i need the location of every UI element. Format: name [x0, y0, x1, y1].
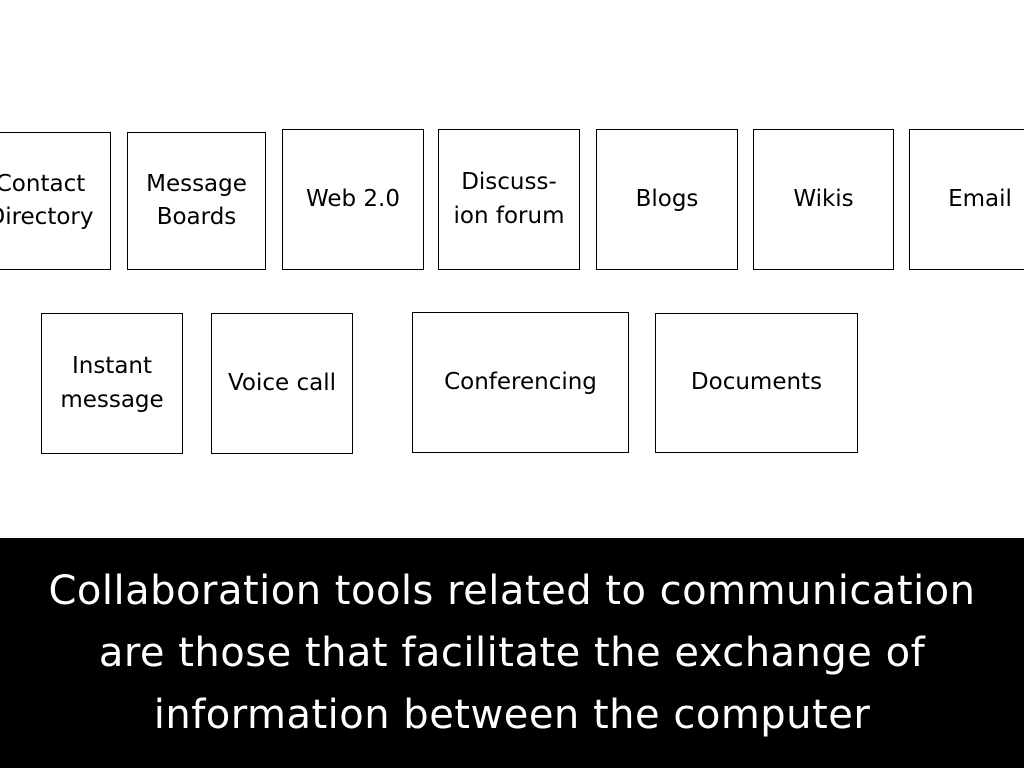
caption-line: are those that facilitate the exchange o… — [98, 630, 926, 676]
caption-text: Collaboration tools related to communica… — [32, 560, 992, 746]
box-web-2: Web 2.0 — [282, 129, 424, 270]
box-instant-message: Instant message — [41, 313, 183, 454]
caption-line: information between the computer — [153, 692, 871, 738]
box-label-line: ion forum — [453, 202, 565, 229]
box-label-line: Conferencing — [444, 368, 597, 395]
box-label-line: Wikis — [793, 185, 854, 212]
box-voice-call: Voice call — [211, 313, 353, 454]
caption-bar: Collaboration tools related to communica… — [0, 538, 1024, 768]
box-email: Email — [909, 129, 1024, 270]
box-label-line: Email — [948, 185, 1012, 212]
box-label-line: Web 2.0 — [305, 185, 401, 212]
box-discussion-forum: Discuss-ion forum — [438, 129, 580, 270]
box-label-line: Voice call — [227, 369, 337, 396]
box-label-line: Instant — [71, 353, 153, 380]
box-contact-directory: ContactDirectory — [0, 132, 111, 270]
box-label-line: Discuss- — [461, 169, 557, 196]
caption-line: Collaboration tools related to communica… — [48, 568, 976, 614]
box-label-line: Message — [146, 170, 247, 197]
box-label-line: message — [60, 386, 164, 413]
box-conferencing: Conferencing — [412, 312, 629, 453]
box-label-line: Contact — [0, 170, 86, 197]
box-documents: Documents — [655, 313, 858, 453]
box-label-line: Blogs — [635, 185, 699, 212]
box-label-line: Boards — [156, 204, 237, 230]
box-label-line: Directory — [0, 204, 94, 230]
box-blogs: Blogs — [596, 129, 738, 270]
box-label-line: Documents — [690, 369, 823, 396]
box-wikis: Wikis — [753, 129, 894, 270]
